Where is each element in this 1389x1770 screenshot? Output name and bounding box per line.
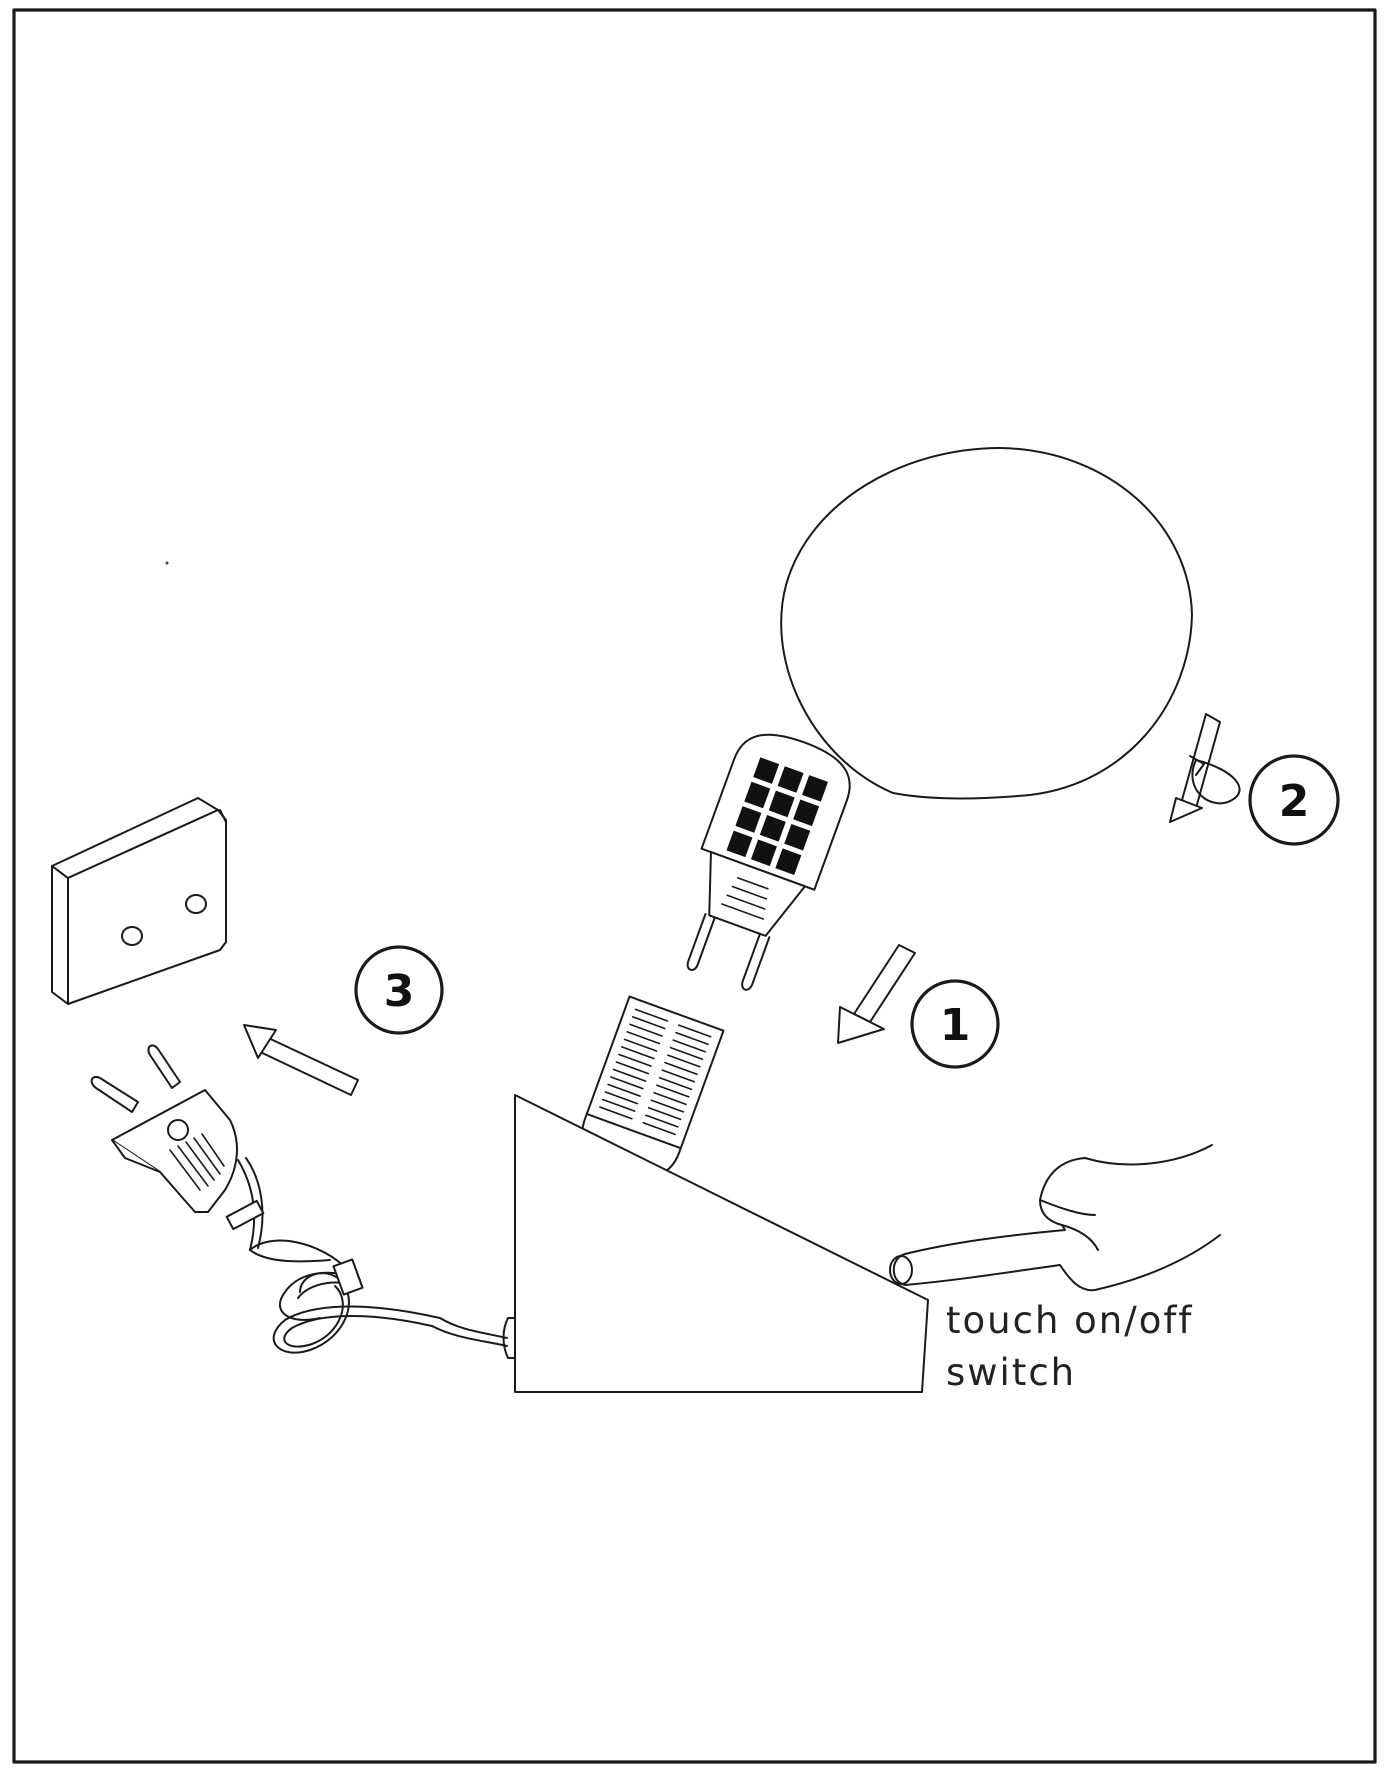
plug-icon: [90, 1044, 265, 1231]
socket-hole-right: [185, 894, 207, 914]
switch-caption-line-2: switch: [946, 1351, 1076, 1394]
lamp-base: [502, 1094, 929, 1393]
insert-arrow-icon: [837, 944, 916, 1044]
twist-arrow-icon: [1169, 713, 1241, 823]
socket-hole-left: [121, 926, 143, 946]
bulb-socket: [581, 995, 725, 1178]
step-2-badge: 2: [1248, 754, 1340, 846]
led-bulb: [686, 733, 851, 991]
plug-in-arrow-icon: [243, 1024, 359, 1096]
step-2-number: 2: [1279, 776, 1310, 827]
step-3-badge: 3: [354, 945, 444, 1035]
switch-caption-line-1: touch on/off: [946, 1299, 1193, 1342]
step-1-badge: 1: [910, 979, 1000, 1069]
glass-globe: [780, 447, 1193, 800]
step-1-number: 1: [940, 1000, 971, 1051]
speck: [165, 561, 169, 565]
step-3-number: 3: [384, 966, 415, 1017]
hand-icon: [889, 1144, 1221, 1292]
power-cord: [237, 1157, 508, 1354]
page-frame: [12, 8, 1377, 1764]
wall-socket: [51, 797, 227, 1005]
